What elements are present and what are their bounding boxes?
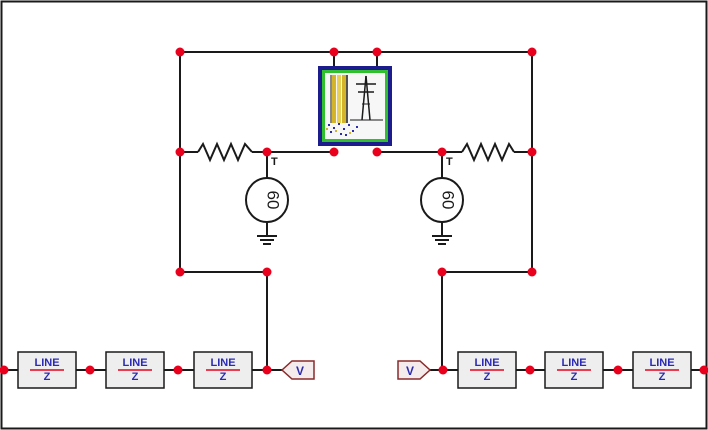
connection-node[interactable] xyxy=(85,365,95,375)
line-block[interactable]: LINE Z xyxy=(457,351,517,389)
line-block[interactable]: LINE Z xyxy=(17,351,77,389)
connection-node[interactable] xyxy=(175,47,185,57)
voltage-port-left-label: V xyxy=(296,364,304,378)
ac-source-left-label: 60 xyxy=(264,191,283,210)
line-block[interactable]: LINE Z xyxy=(544,351,604,389)
connection-node[interactable] xyxy=(525,365,535,375)
connection-node[interactable] xyxy=(175,267,185,277)
line-block[interactable]: LINE Z xyxy=(193,351,253,389)
ac-source-left[interactable]: 60 xyxy=(245,177,289,223)
voltage-port-right-label: V xyxy=(406,364,414,378)
connection-node[interactable] xyxy=(372,147,382,157)
connection-node[interactable] xyxy=(372,47,382,57)
line-block-title: LINE xyxy=(561,357,586,369)
connection-node[interactable] xyxy=(699,365,708,375)
connection-node[interactable] xyxy=(437,267,447,277)
ground-icon xyxy=(257,235,277,245)
line-block[interactable]: LINE Z xyxy=(105,351,165,389)
ac-source-right[interactable]: 60 xyxy=(420,177,464,223)
connection-node[interactable] xyxy=(438,365,448,375)
connection-node[interactable] xyxy=(527,147,537,157)
line-block-title: LINE xyxy=(649,357,674,369)
connection-node[interactable] xyxy=(175,147,185,157)
connection-node[interactable] xyxy=(262,365,272,375)
line-block-sub: Z xyxy=(484,371,491,383)
line-block[interactable]: LINE Z xyxy=(632,351,692,389)
connection-nodes xyxy=(0,47,708,375)
tap-label-right: T xyxy=(446,156,453,168)
line-block-title: LINE xyxy=(34,357,59,369)
connection-node[interactable] xyxy=(0,365,9,375)
line-block-title: LINE xyxy=(122,357,147,369)
line-block-sub: Z xyxy=(220,371,227,383)
connection-node[interactable] xyxy=(262,147,272,157)
voltage-port-right[interactable]: V xyxy=(397,360,432,380)
connection-node[interactable] xyxy=(527,267,537,277)
connection-node[interactable] xyxy=(262,267,272,277)
connection-node[interactable] xyxy=(329,47,339,57)
resistor-left xyxy=(197,141,253,163)
connection-node[interactable] xyxy=(527,47,537,57)
connection-node[interactable] xyxy=(437,147,447,157)
tap-label-left: T xyxy=(271,156,278,168)
line-block-sub: Z xyxy=(659,371,666,383)
ground-icon xyxy=(432,235,452,245)
power-plant-icon[interactable] xyxy=(318,66,392,146)
line-block-sub: Z xyxy=(571,371,578,383)
line-block-title: LINE xyxy=(474,357,499,369)
connection-node[interactable] xyxy=(173,365,183,375)
resistor-right xyxy=(461,141,515,163)
line-block-title: LINE xyxy=(210,357,235,369)
voltage-port-left[interactable]: V xyxy=(280,360,315,380)
line-block-sub: Z xyxy=(44,371,51,383)
connection-node[interactable] xyxy=(613,365,623,375)
connection-node[interactable] xyxy=(329,147,339,157)
line-block-sub: Z xyxy=(132,371,139,383)
ac-source-right-label: 60 xyxy=(439,191,458,210)
